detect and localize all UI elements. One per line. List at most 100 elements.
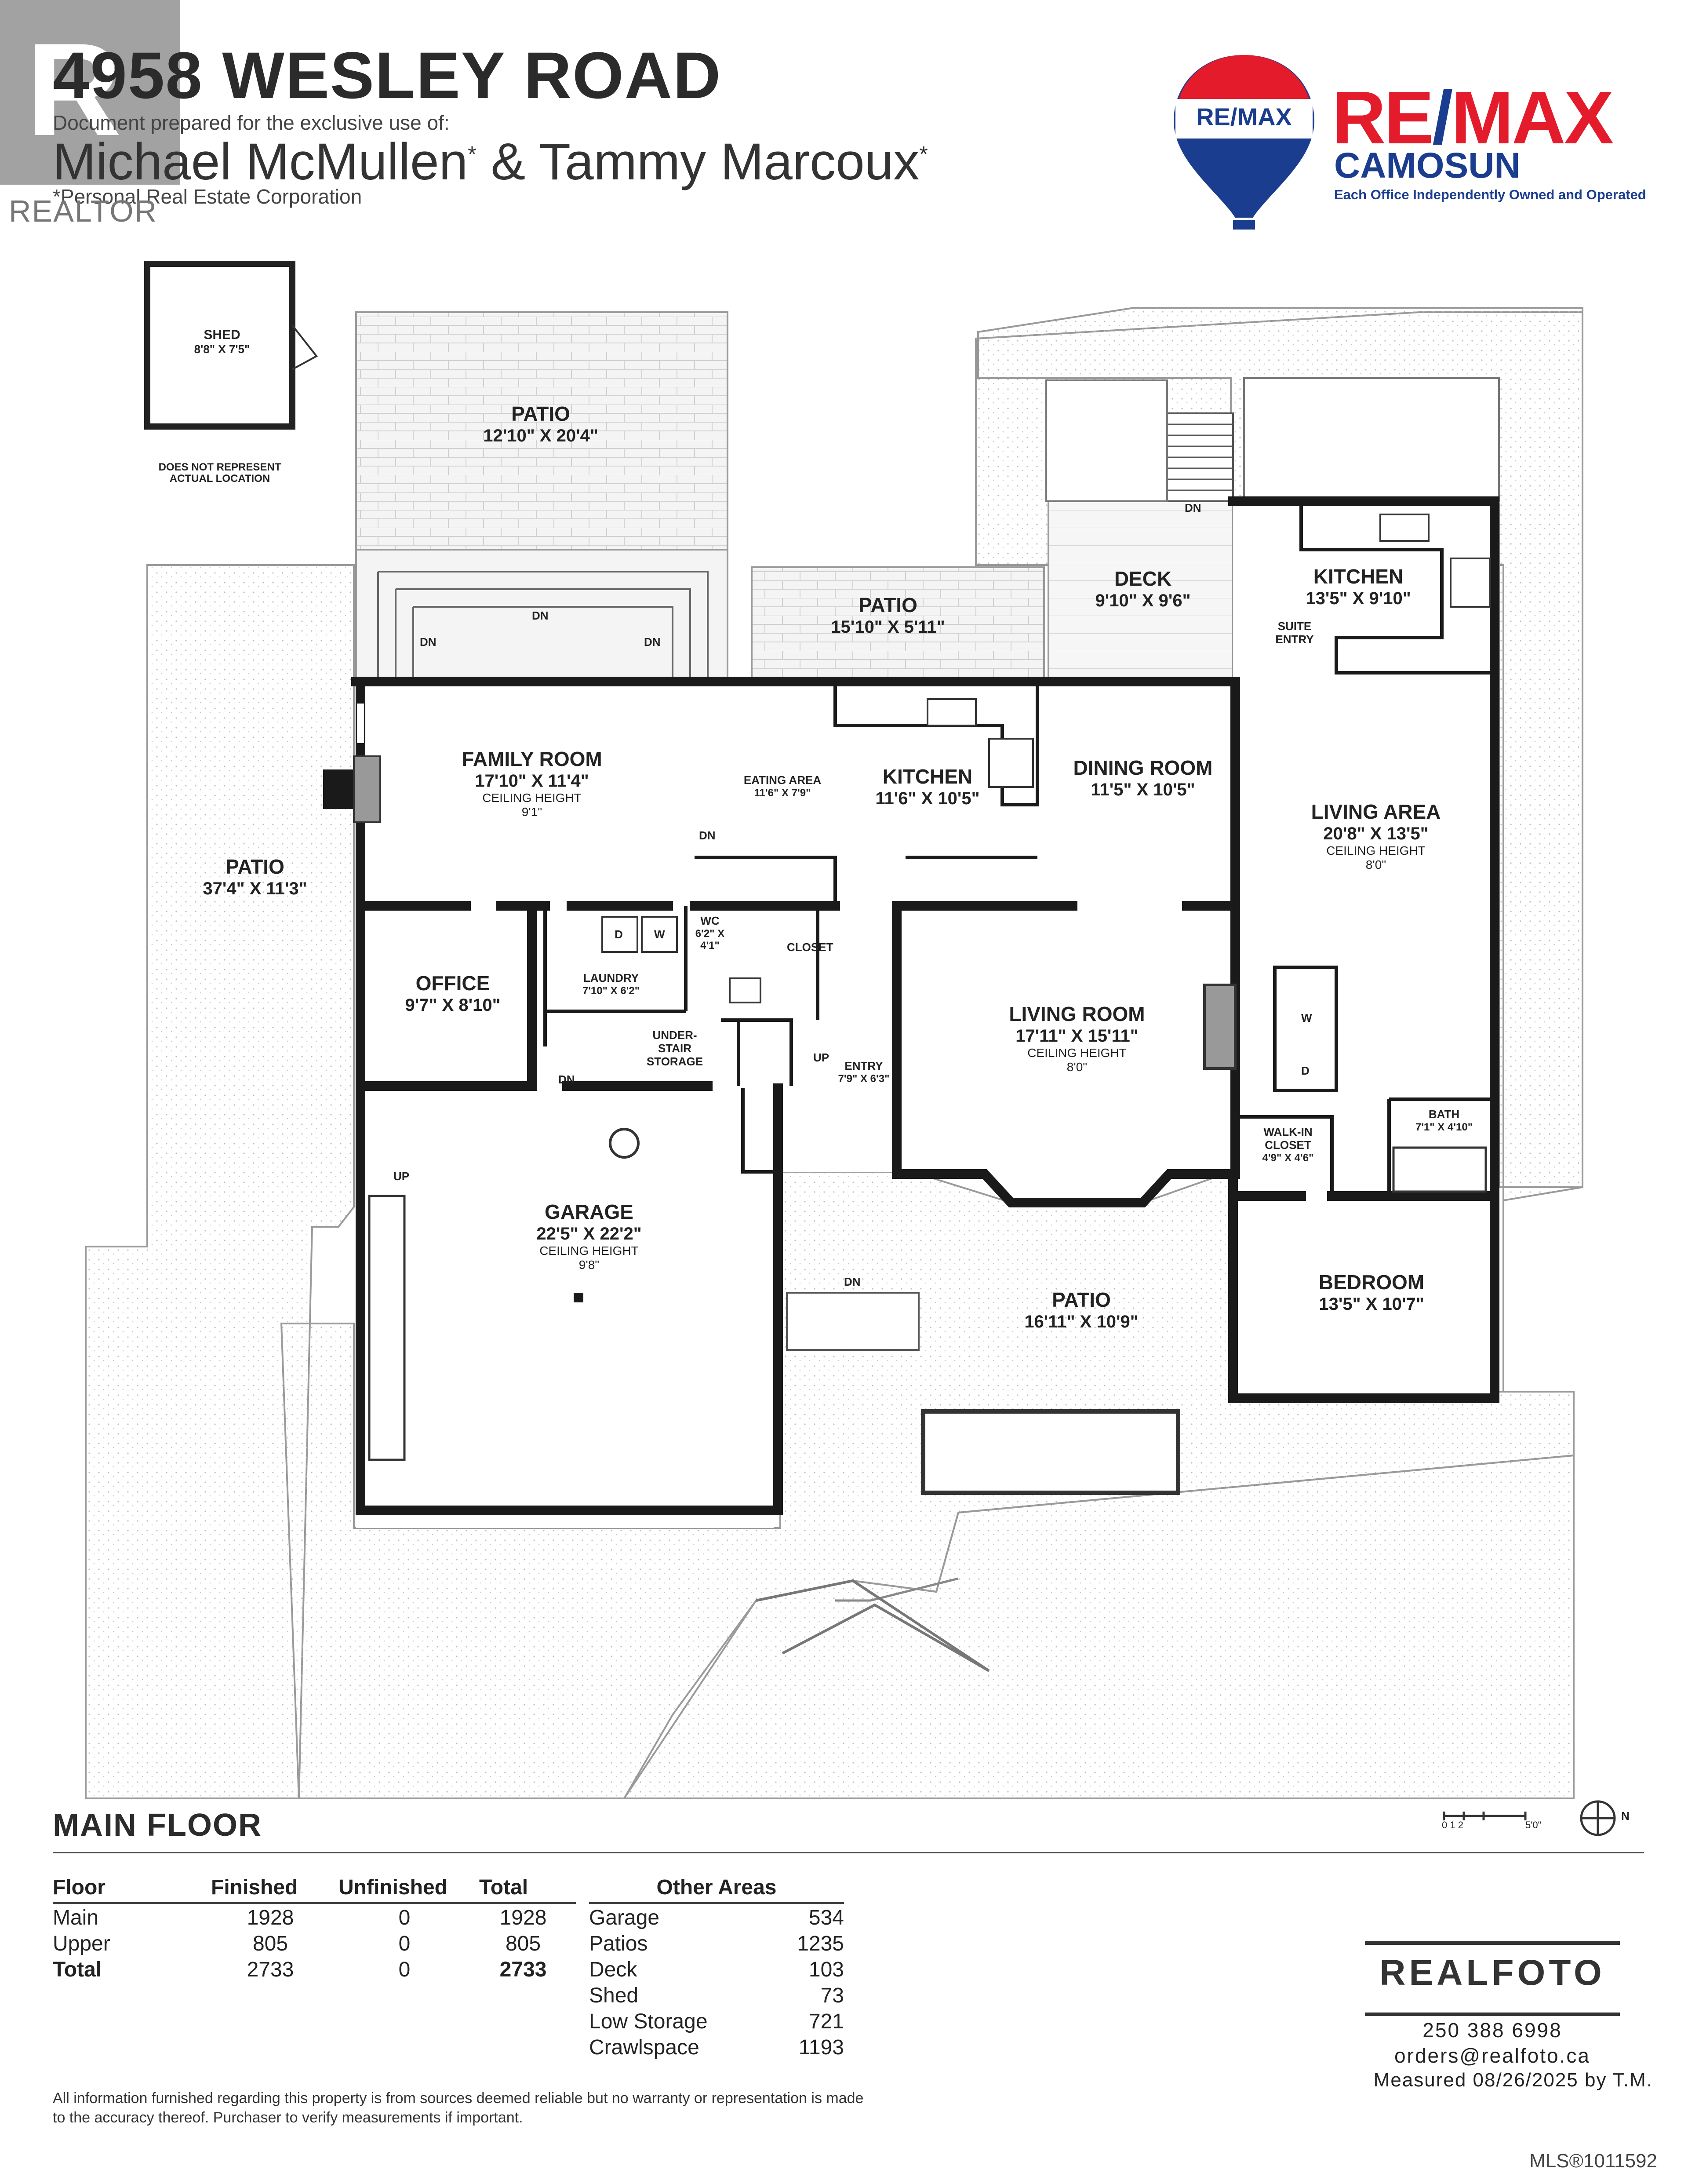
disclaimer-text: All information furnished regarding this… — [53, 2090, 864, 2126]
remax-slash: / — [1432, 76, 1453, 160]
agent-one-asterisk: * — [468, 142, 477, 167]
remax-re: RE — [1332, 76, 1434, 160]
realfoto-logo: REALFOTO — [1379, 1953, 1605, 1993]
col-unfinished: Unfinished — [338, 1875, 479, 1904]
south-stairs — [786, 1292, 920, 1351]
dn-tag-garage: DN — [558, 1073, 575, 1086]
garage-workbench — [368, 1195, 406, 1461]
corporation-note: *Personal Real Estate Corporation — [53, 185, 362, 208]
realfoto-email: orders@realfoto.ca — [1394, 2044, 1590, 2067]
suite-dryer-tag: D — [1301, 1064, 1310, 1077]
steps-lines — [377, 571, 709, 679]
dn-tag-deck: DN — [1185, 501, 1201, 514]
kitchen-sink — [927, 698, 977, 726]
realtor-r-mark: R — [26, 15, 122, 163]
office-name: CAMOSUN — [1334, 146, 1521, 186]
laundry-dryer — [641, 916, 678, 953]
garage-floor — [356, 1088, 774, 1528]
closet-label: CLOSET — [787, 941, 833, 954]
wall-suite-laundry — [1273, 966, 1338, 1092]
realtor-watermark-block — [0, 0, 180, 185]
up-tag-entry: UP — [813, 1051, 829, 1064]
pool-outline — [921, 1409, 1180, 1495]
dn-tag-steps-east: DN — [644, 635, 661, 649]
dn-tag-steps-west: DN — [420, 635, 437, 649]
remax-balloon-logo: RE/MAX — [1174, 55, 1314, 230]
dn-tag-south: DN — [844, 1275, 861, 1288]
deck-stair-treads — [1167, 423, 1233, 491]
agent-ampersand: & — [491, 133, 526, 191]
remax-wordmark: RE/MAX — [1332, 75, 1614, 161]
up-tag-garage: UP — [393, 1170, 410, 1183]
compass-north-icon: N — [1621, 1809, 1630, 1823]
family-fireplace — [323, 769, 354, 809]
wall-entry — [892, 901, 1240, 1207]
laundry-washer-tag: W — [654, 928, 665, 941]
scale-ticks: 0 1 2 — [1442, 1819, 1463, 1830]
suite-sink — [1379, 514, 1430, 542]
suite-counter — [1299, 506, 1495, 675]
upper-walk-box-2 — [1243, 377, 1500, 502]
scale-bar — [1443, 1812, 1527, 1820]
wall-stair — [721, 1018, 793, 1086]
other-areas-header: Other Areas — [589, 1875, 844, 1904]
suite-washer-tag: W — [1301, 1011, 1312, 1025]
south-zigzag — [756, 1579, 990, 1672]
suite-floor — [1233, 501, 1497, 1394]
mls-number: MLS®1011592 — [1529, 2150, 1657, 2172]
wall-wc — [684, 906, 819, 1020]
kitchen-stove — [988, 738, 1034, 788]
wall-walkin — [1235, 1115, 1334, 1196]
col-total: Total — [479, 1875, 576, 1904]
realfoto-phone: 250 388 6998 — [1422, 2019, 1562, 2042]
dn-tag-kitchen: DN — [699, 829, 716, 842]
scale-end: 5'0" — [1525, 1819, 1542, 1830]
living-fireplace — [1203, 984, 1237, 1070]
wall-garage-stair — [741, 1088, 778, 1174]
garage-water-heater — [609, 1128, 640, 1159]
agent-two-asterisk: * — [919, 142, 928, 167]
garage-door-mark — [574, 1293, 583, 1302]
bath-tub — [1392, 1146, 1487, 1193]
deck-area — [1048, 500, 1234, 685]
compass-cross — [1580, 1801, 1615, 1836]
agent-two-name: Tammy Marcoux — [538, 133, 920, 191]
property-address-title: 4958 WESLEY ROAD — [53, 38, 722, 112]
col-floor: Floor — [53, 1875, 211, 1904]
dn-tag-steps: DN — [532, 609, 549, 622]
upper-walk-box — [1045, 379, 1168, 502]
wc-toilet — [729, 977, 761, 1003]
realtor-watermark-text: REALTOR — [9, 194, 158, 228]
office-tagline: Each Office Independently Owned and Oper… — [1334, 187, 1646, 202]
col-finished: Finished — [211, 1875, 338, 1904]
suite-stove — [1450, 558, 1491, 608]
